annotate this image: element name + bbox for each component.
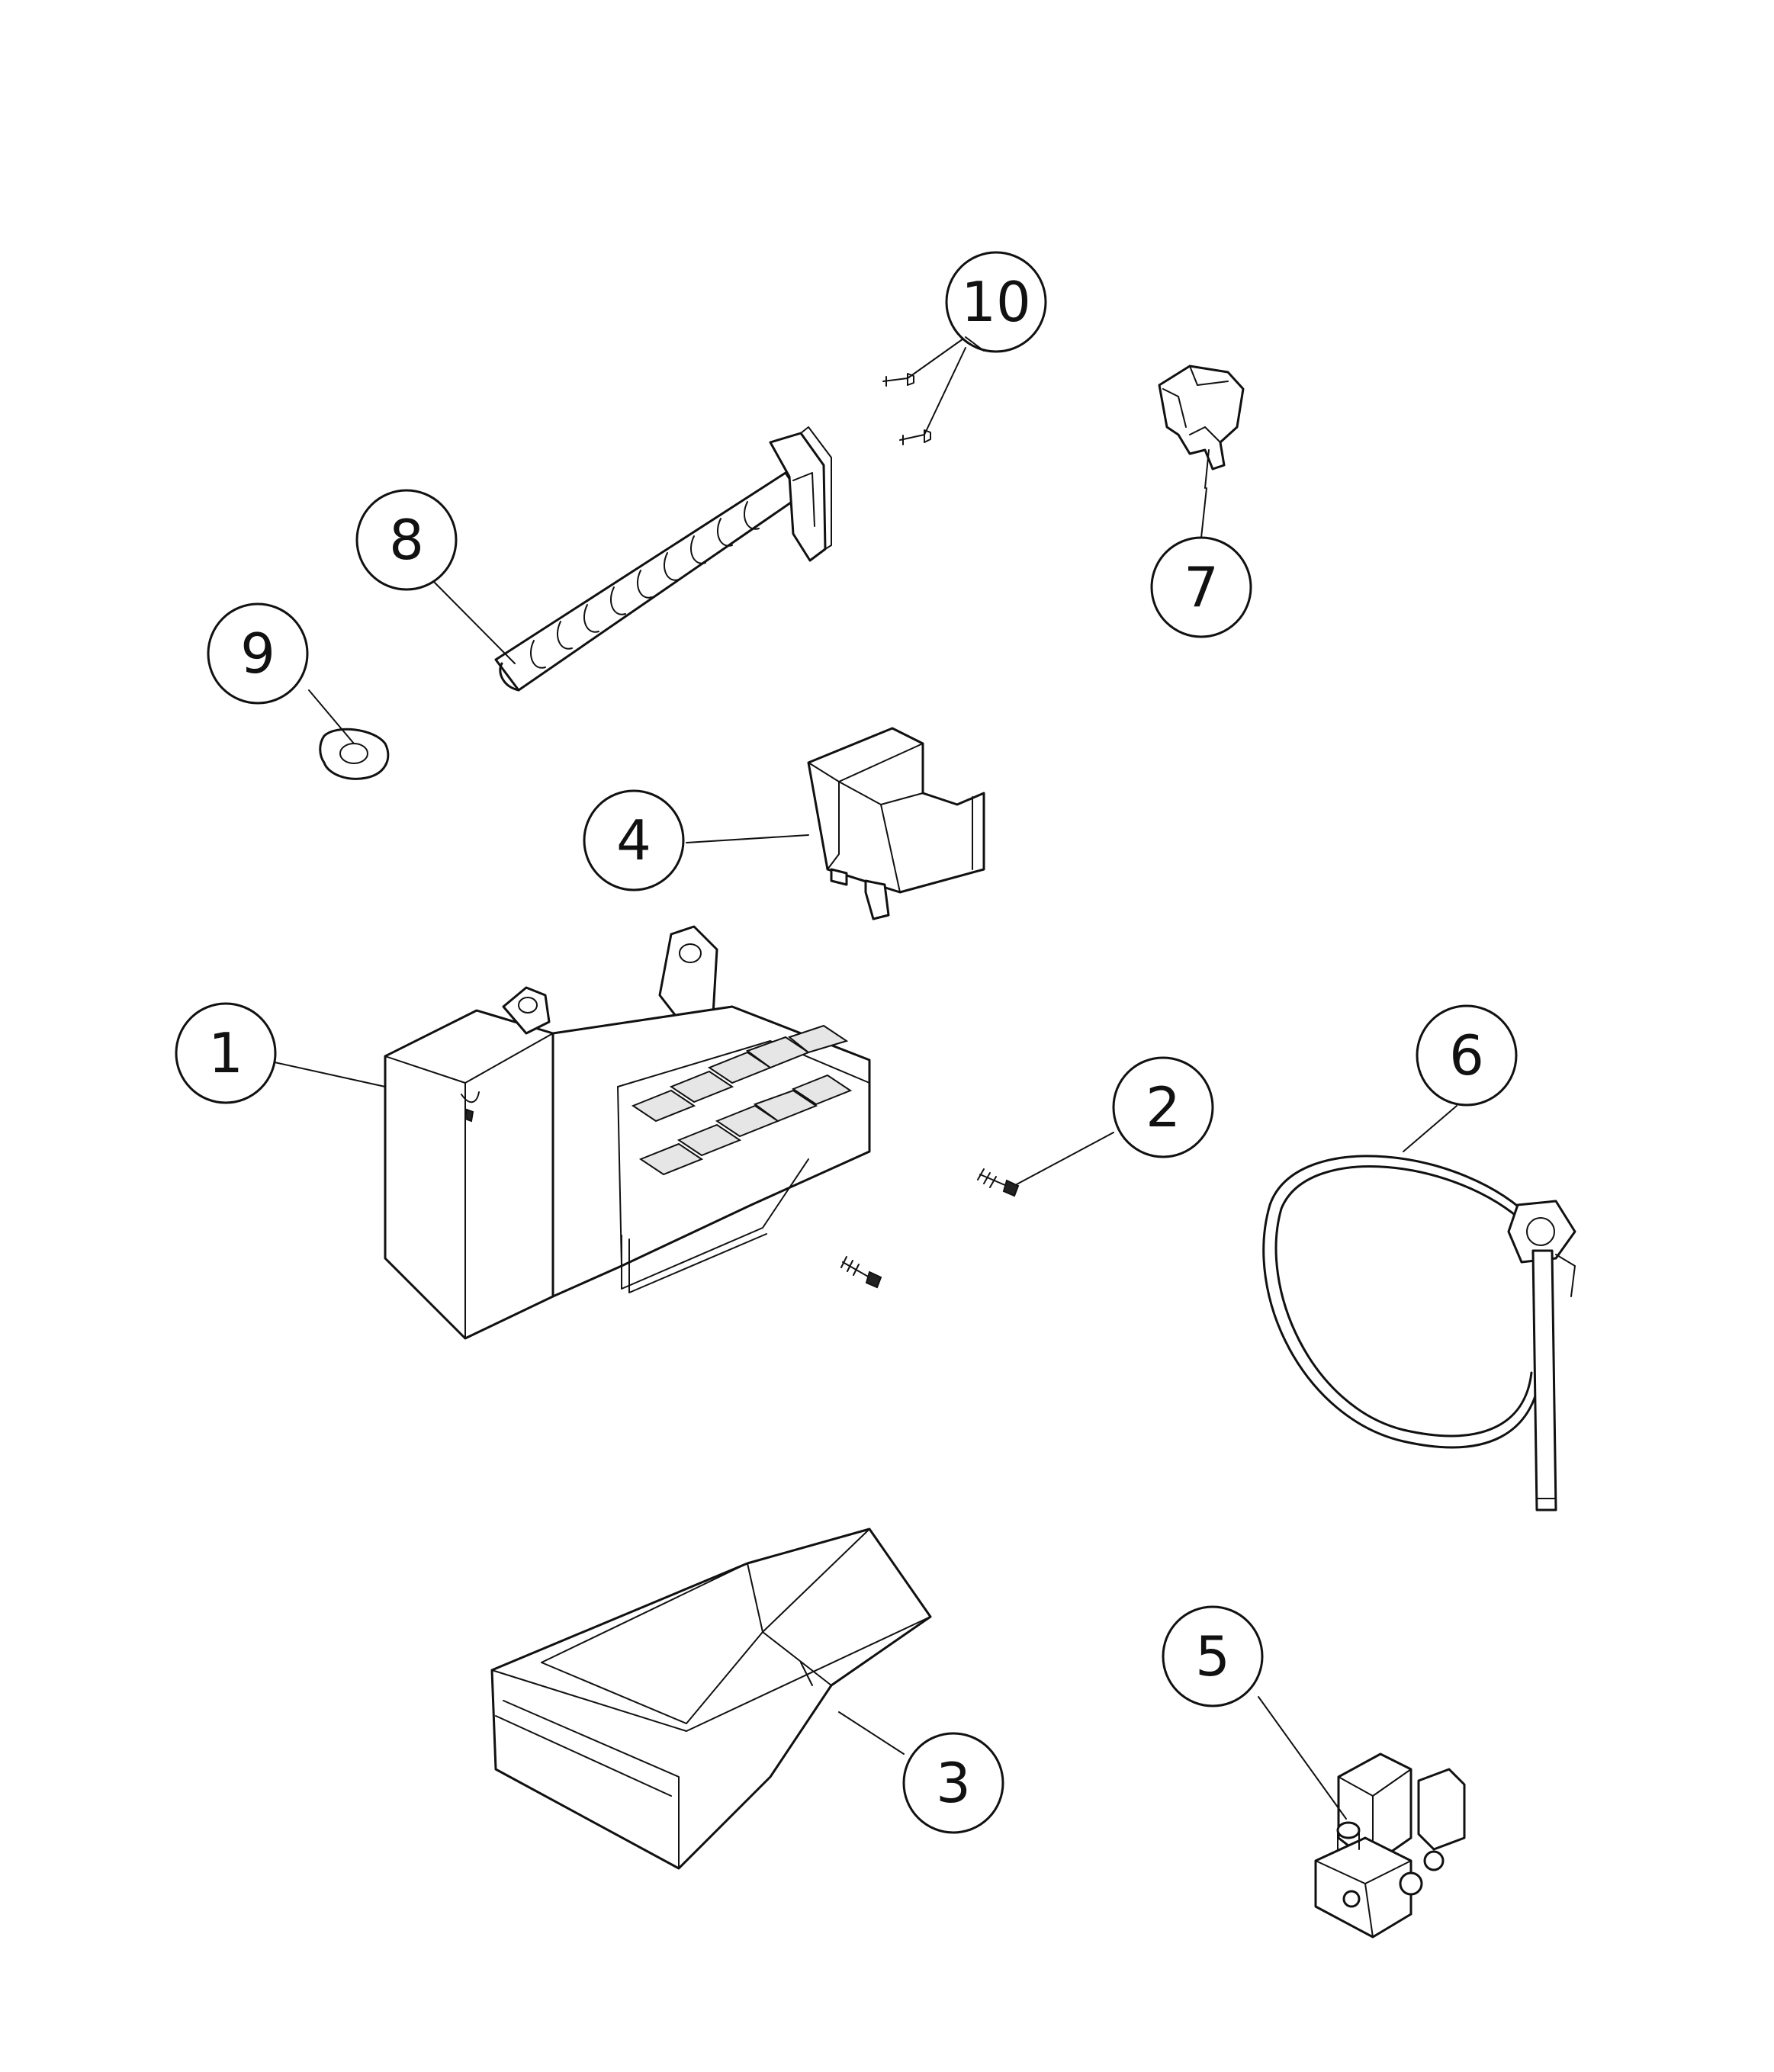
callout-4-label: 4	[616, 808, 651, 872]
callout-6: 6	[1416, 1004, 1518, 1107]
part-7-bracket	[1158, 365, 1245, 489]
callout-9-label: 9	[240, 622, 275, 686]
callout-1: 1	[175, 1002, 277, 1104]
part-4-chute	[686, 727, 985, 920]
part-8-shaft	[494, 426, 832, 692]
callout-2: 2	[1112, 1056, 1214, 1158]
callout-7: 7	[1150, 536, 1252, 638]
callout-1-label: 1	[208, 1021, 243, 1085]
callout-3-label: 3	[936, 1751, 971, 1815]
callout-2-label: 2	[1146, 1075, 1181, 1139]
part-1-icemaker	[274, 925, 871, 1340]
callout-10-label: 10	[961, 270, 1031, 334]
part-10-screws	[882, 336, 966, 445]
leader-lines	[433, 336, 1207, 664]
callout-10: 10	[945, 251, 1047, 353]
callout-8: 8	[355, 489, 458, 591]
part-6-tube	[1262, 1105, 1576, 1511]
callout-9: 9	[207, 602, 309, 705]
callout-7-label: 7	[1184, 555, 1219, 619]
callout-6-label: 6	[1449, 1023, 1484, 1087]
callout-5: 5	[1162, 1605, 1264, 1707]
part-2-screws	[840, 1132, 1114, 1289]
part-5-valve	[1258, 1696, 1466, 1939]
callout-3: 3	[902, 1732, 1004, 1834]
callout-8-label: 8	[389, 508, 424, 572]
part-3-bucket	[490, 1527, 932, 1870]
callout-4: 4	[583, 789, 685, 891]
part-9-washer	[308, 689, 390, 780]
callout-5-label: 5	[1195, 1624, 1230, 1688]
